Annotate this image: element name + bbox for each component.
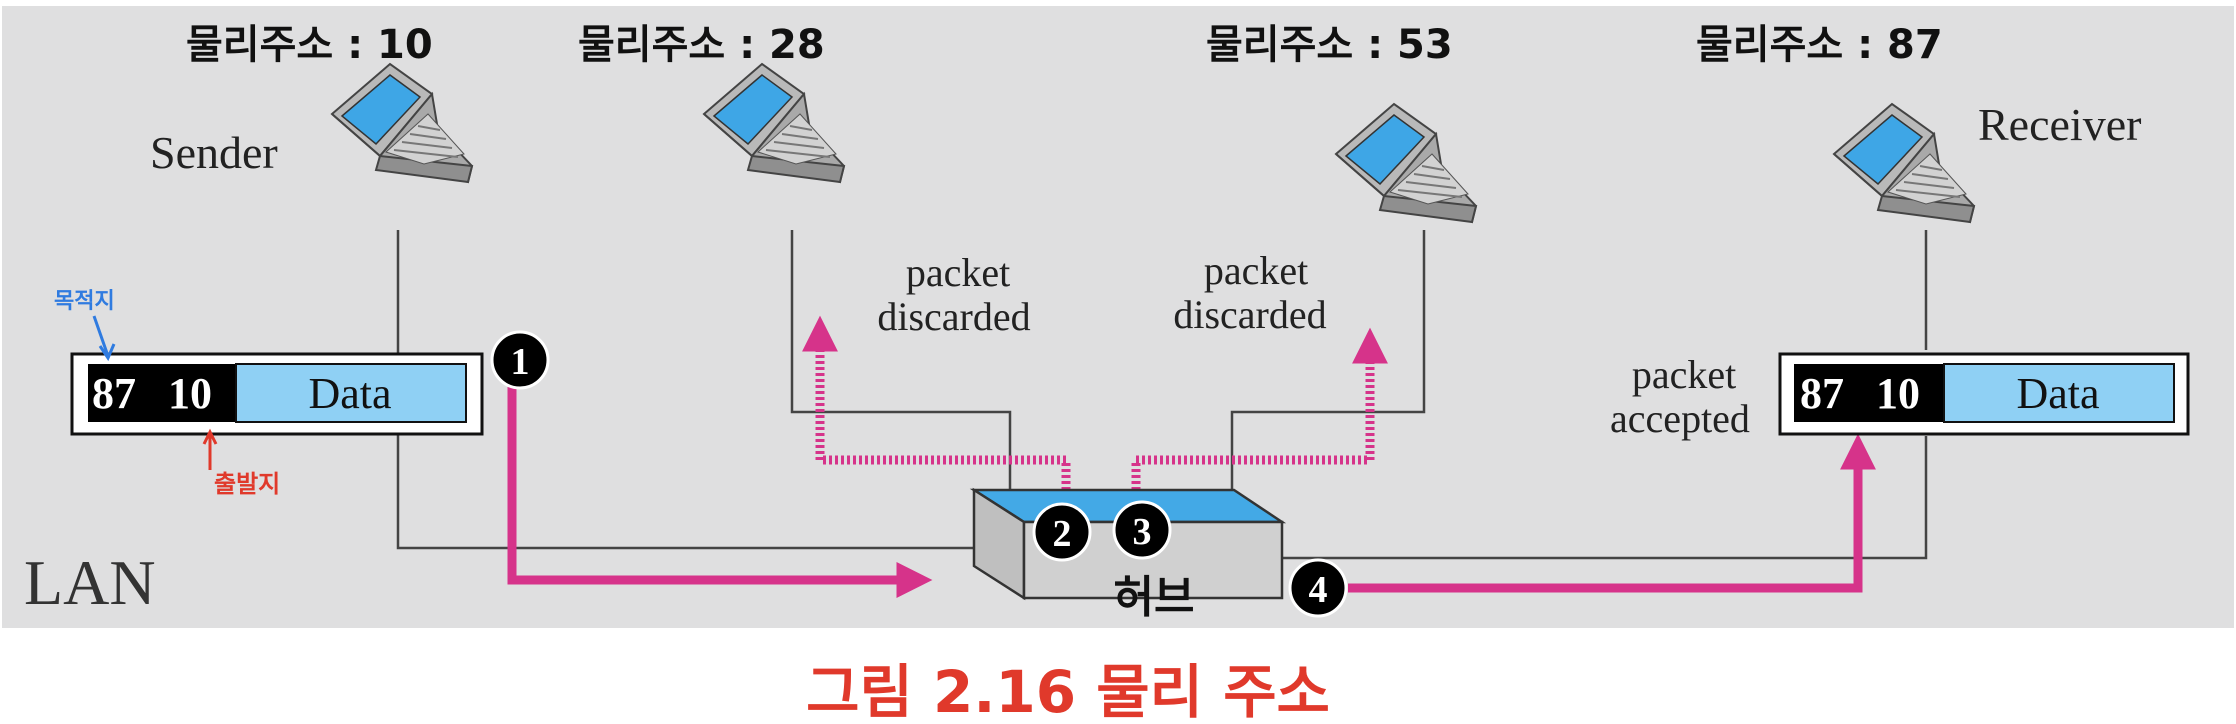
destination-annotation: 목적지 [54, 289, 116, 362]
destination-note: 목적지 [54, 289, 115, 314]
frame-payload: Data [2016, 369, 2099, 418]
svg-text:4: 4 [1309, 569, 1328, 611]
svg-text:3: 3 [1133, 511, 1152, 553]
host-address-label: 물리주소 : 53 [1206, 22, 1453, 68]
discarded-label-line2: discarded [877, 294, 1030, 339]
step-marker: 2 [1032, 502, 1092, 562]
frame-payload: Data [308, 369, 391, 418]
lan-label: LAN [24, 547, 156, 618]
source-annotation: 출발지 [202, 428, 280, 498]
frame-source: 10 [1876, 369, 1920, 418]
receiver-label: Receiver [1978, 99, 2141, 150]
host-address-label: 물리주소 : 28 [578, 22, 825, 68]
sender-label: Sender [150, 127, 278, 178]
forward-paths [507, 378, 1876, 598]
frame-destination: 87 [92, 369, 136, 418]
discarded-label-line1: packet [1204, 248, 1308, 293]
discarded-label-line2: discarded [1173, 292, 1326, 337]
frame-destination: 87 [1800, 369, 1844, 418]
step-marker: 3 [1112, 500, 1172, 560]
sender-frame: 87 10 Data [70, 352, 484, 436]
discard-paths [802, 315, 1388, 496]
host-address-label: 물리주소 : 87 [1696, 22, 1943, 68]
discarded-label-line1: packet [906, 250, 1010, 295]
step-marker: 1 [490, 330, 550, 390]
step-marker: 4 [1288, 558, 1348, 618]
lan-cables [396, 230, 1928, 560]
receiver-frame: 87 10 Data [1778, 352, 2190, 436]
svg-text:2: 2 [1053, 513, 1072, 555]
host-address-label: 물리주소 : 10 [186, 22, 433, 68]
svg-text:1: 1 [511, 341, 530, 383]
accepted-label-line2: accepted [1610, 396, 1750, 441]
hub-label: 허브 [1114, 572, 1195, 623]
frame-source: 10 [168, 369, 212, 418]
source-note: 출발지 [214, 470, 280, 498]
accepted-label-line1: packet [1632, 352, 1736, 397]
figure-caption: 그림 2.16 물리 주소 [806, 658, 1330, 724]
